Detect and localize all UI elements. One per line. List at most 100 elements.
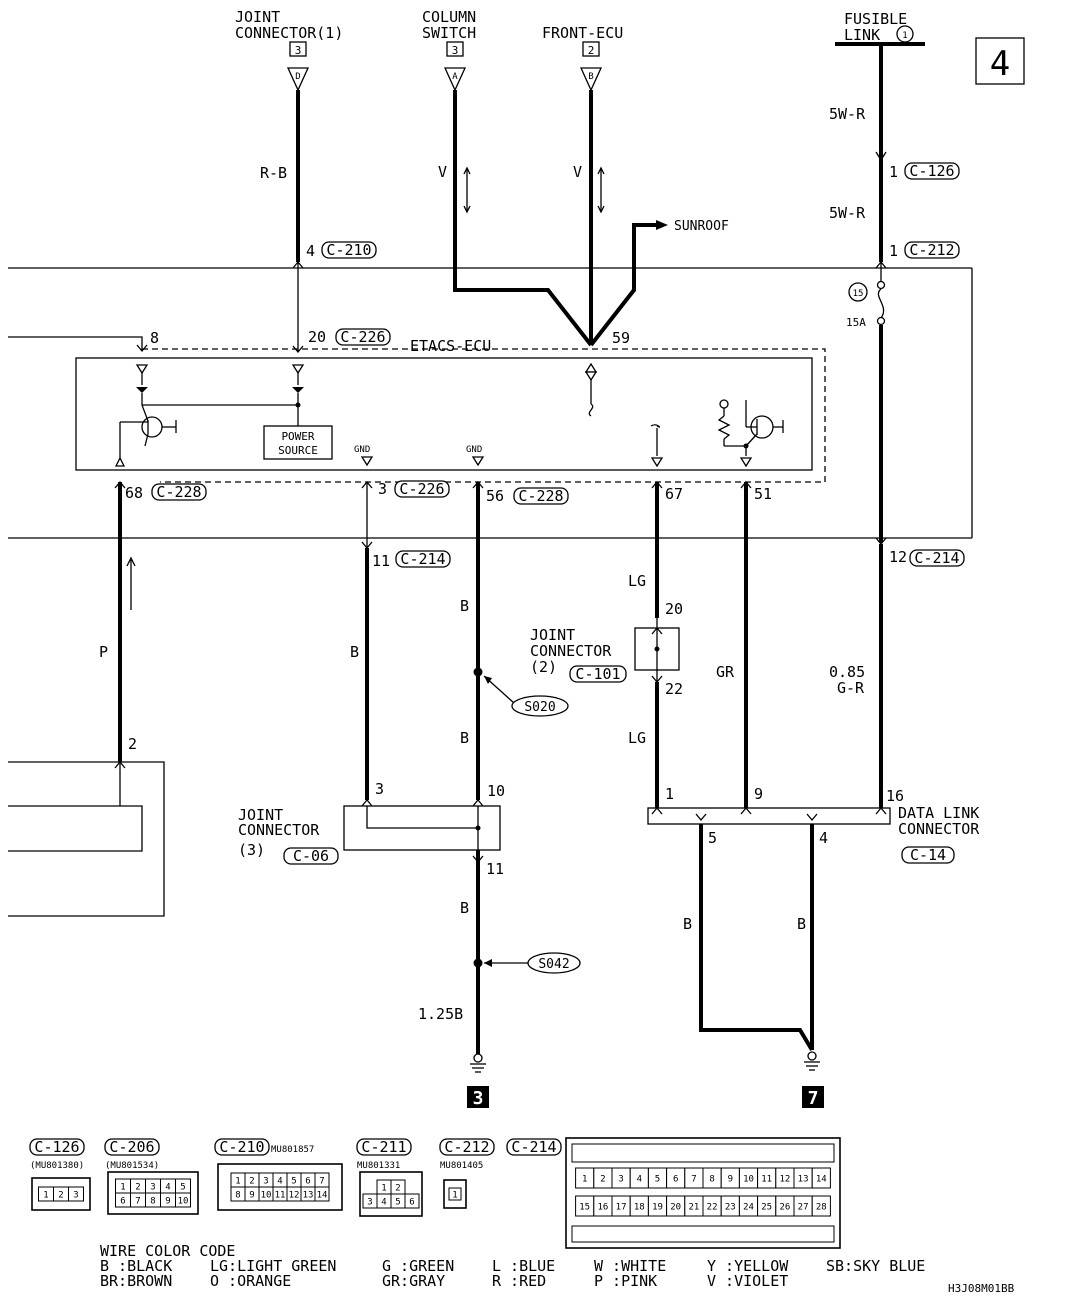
legend-id: C-210: [219, 1138, 264, 1156]
column-switch-label: COLUMN SWITCH 3 A: [422, 8, 476, 92]
legend-pin: 14: [317, 1191, 328, 1201]
wire-label-125b: 1.25B: [418, 1005, 463, 1023]
svg-text:SOURCE: SOURCE: [278, 444, 318, 457]
power-source-box: [263, 425, 333, 460]
svg-text:POWER: POWER: [281, 430, 314, 443]
legend-part: (MU801534): [105, 1161, 159, 1171]
left-connector-inner: [8, 805, 143, 852]
connector-c226b: C-226: [399, 480, 444, 498]
color-code-entry: R :RED: [492, 1272, 546, 1290]
pin-22: 22: [665, 680, 683, 698]
pin-12-c214: 12: [889, 548, 907, 566]
svg-text:JOINT: JOINT: [238, 806, 283, 824]
color-code-entry: Y :YELLOW: [707, 1257, 789, 1275]
legend-pin: 5: [180, 1183, 185, 1193]
pin-5: 5: [708, 829, 717, 847]
wire-label-5wr1: 5W-R: [829, 105, 866, 123]
legend-pin: 8: [150, 1197, 155, 1207]
legend-pin: 11: [275, 1191, 286, 1201]
legend-pin: 21: [688, 1203, 699, 1213]
svg-text:3: 3: [295, 44, 302, 57]
wire-label-p: P: [99, 643, 108, 661]
connector-c126: C-126: [909, 162, 954, 180]
wire-label-lg2: LG: [628, 729, 646, 747]
legend-pin: 22: [707, 1203, 718, 1213]
pin-11-jc3: 11: [486, 860, 504, 878]
legend-pin: 27: [798, 1203, 809, 1213]
color-code-entry: L :BLUE: [492, 1257, 555, 1275]
pin-20: 20: [308, 328, 326, 346]
legend-pin: 3: [263, 1177, 268, 1187]
wire-label-5wr2: 5W-R: [829, 204, 866, 222]
legend-pin: 26: [779, 1203, 790, 1213]
legend-id: C-212: [444, 1138, 489, 1156]
pin-56: 56: [486, 487, 504, 505]
pin-59: 59: [612, 329, 630, 347]
svg-text:COLUMN: COLUMN: [422, 8, 476, 26]
legend-pin: 2: [58, 1191, 63, 1201]
legend-pin: 4: [637, 1175, 642, 1185]
pin-20-jc2: 20: [665, 600, 683, 618]
legend-pin: 3: [73, 1191, 78, 1201]
ground-3-label: 3: [473, 1088, 484, 1109]
legend-pin: 28: [816, 1203, 827, 1213]
legend-pin: 5: [655, 1175, 660, 1185]
splice-s020: S020: [524, 700, 555, 715]
etacs-ecu-label: ETACS-ECU: [410, 337, 491, 355]
wire-sunroof: [589, 223, 660, 347]
pin-11-c214: 11: [372, 552, 390, 570]
legend-pin: 3: [618, 1175, 623, 1185]
fuse-element: [877, 288, 885, 319]
legend-id: C-211: [361, 1138, 406, 1156]
legend-pin: 4: [381, 1198, 386, 1208]
svg-text:FRONT-ECU: FRONT-ECU: [542, 24, 623, 42]
svg-text:D: D: [295, 72, 300, 82]
color-code-entry: LG:LIGHT GREEN: [210, 1257, 336, 1275]
splice-s042: S042: [538, 957, 569, 972]
svg-text:CONNECTOR: CONNECTOR: [898, 820, 980, 838]
wire-label-b-dlc1: B: [683, 915, 692, 933]
legend-id: C-214: [511, 1138, 556, 1156]
pin-68: 68: [125, 484, 143, 502]
legend-pin: 1: [381, 1184, 386, 1194]
color-code-entry: V :VIOLET: [707, 1272, 788, 1290]
figure-code: H3J08M01BB: [948, 1282, 1015, 1295]
wire-label-b-2: B: [460, 729, 469, 747]
pin-8: 8: [150, 329, 159, 347]
wire-label-085: 0.85: [829, 663, 865, 681]
svg-text:(2): (2): [530, 658, 557, 676]
legend-pin: 13: [303, 1191, 314, 1201]
legend-pin: 6: [409, 1198, 414, 1208]
pin-4-c210: 4: [306, 242, 315, 260]
wire-label-rb: R-B: [260, 164, 287, 182]
svg-text:B: B: [588, 72, 593, 82]
legend-pin: 1: [43, 1191, 48, 1201]
legend-pin: 10: [261, 1191, 272, 1201]
svg-text:1: 1: [902, 31, 907, 41]
ground-7-label: 7: [808, 1088, 819, 1109]
wire-label-b-dlc2: B: [797, 915, 806, 933]
legend-part: MU801405: [440, 1161, 483, 1171]
joint-connector-1-label: JOINT CONNECTOR(1) 3 D: [235, 8, 343, 92]
legend-pin: 6: [305, 1177, 310, 1187]
color-code-entry: P :PINK: [594, 1272, 657, 1290]
svg-text:(3): (3): [238, 841, 265, 859]
color-code-entry: W :WHITE: [594, 1257, 666, 1275]
color-code-entry: BR:BROWN: [100, 1272, 172, 1290]
connector-c226a: C-226: [340, 328, 385, 346]
connector-c101: C-101: [575, 665, 620, 683]
legend-part: MU801331: [357, 1161, 400, 1171]
svg-text:JOINT: JOINT: [530, 626, 575, 644]
color-code-entry: G :GREEN: [382, 1257, 454, 1275]
legend-pin: 4: [165, 1183, 170, 1193]
legend-pin: 24: [743, 1203, 754, 1213]
page-number-box: [975, 37, 1025, 85]
connector-c06: C-06: [293, 847, 329, 865]
legend-pin: 2: [135, 1183, 140, 1193]
pin-2: 2: [128, 735, 137, 753]
joint-connector-3-box: [343, 805, 501, 851]
legend-pin: 14: [816, 1175, 827, 1185]
